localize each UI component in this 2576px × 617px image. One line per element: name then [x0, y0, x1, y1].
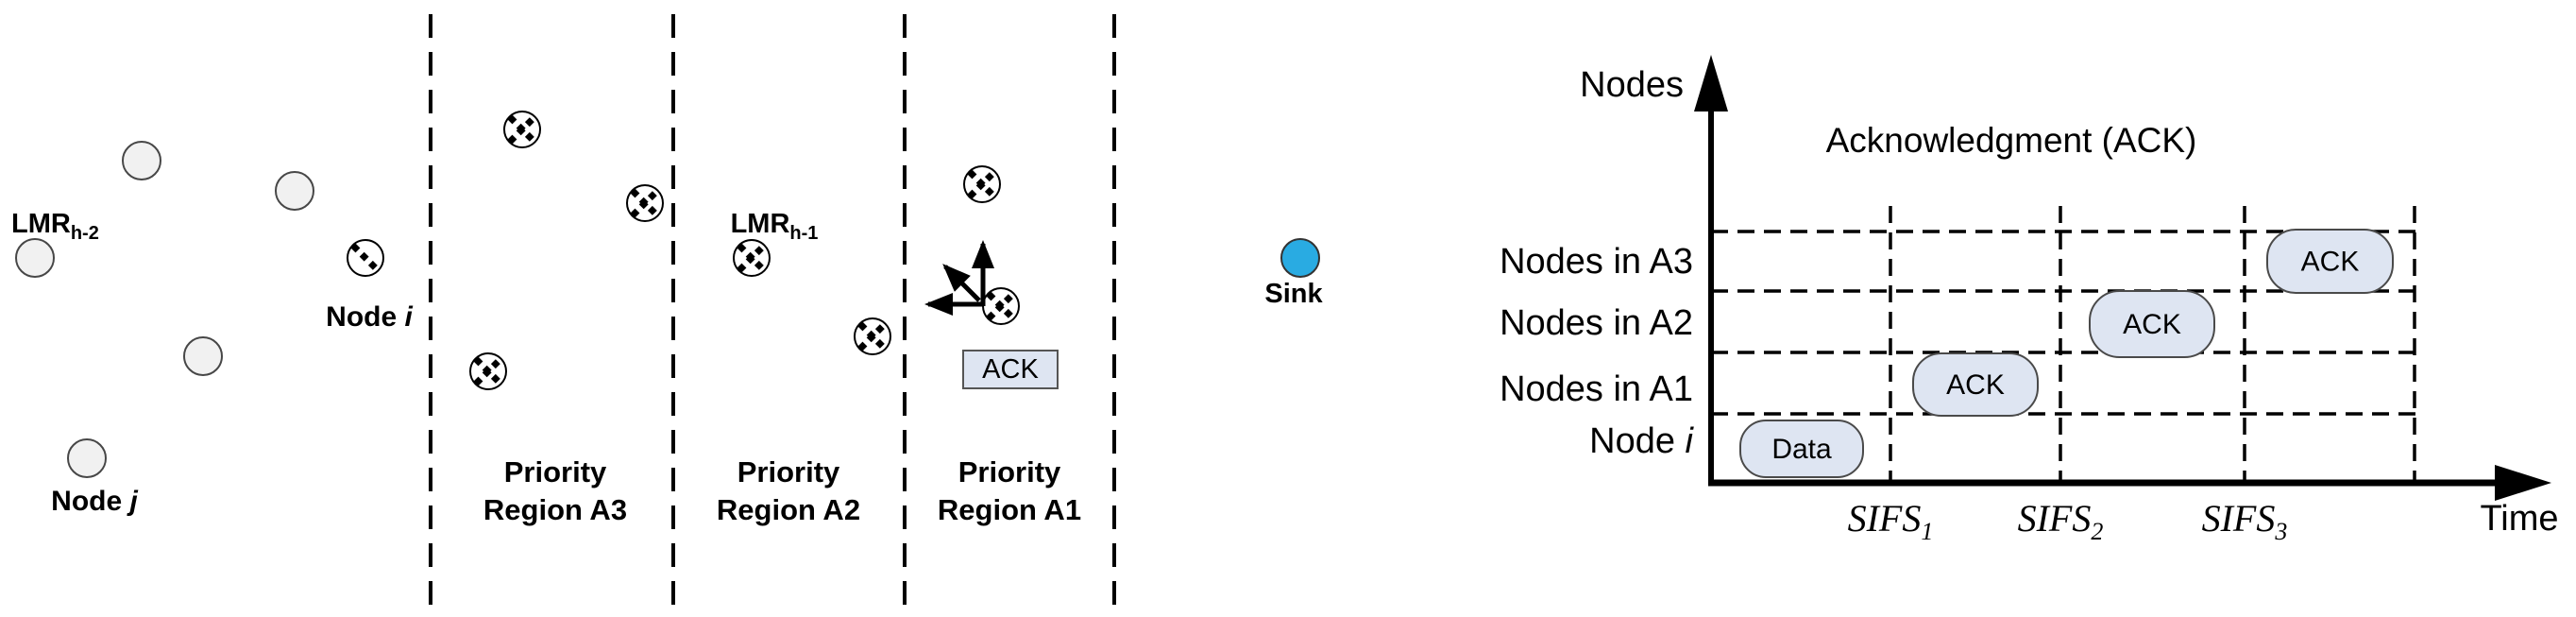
y-axis-label: Nodes: [1580, 65, 1684, 105]
broadcast-arrow: [942, 264, 981, 302]
node-j-variable: j: [129, 486, 138, 517]
ack-message-box: [962, 350, 1059, 389]
ack-message-box-label: ACK: [982, 354, 1039, 385]
sifs2-base: SIFS: [2017, 497, 2092, 540]
event-bubble: Data: [1739, 420, 1864, 478]
priority-region-dividers: [429, 14, 1116, 612]
node-plain: [15, 238, 55, 278]
node-plain: [275, 171, 314, 211]
node-crossed: [982, 287, 1020, 325]
row-node-i-variable: i: [1685, 421, 1693, 461]
x-tick-sifs3: SIFS3: [2169, 497, 2320, 554]
row-label-nodes-in-a1: Nodes in A1: [1500, 369, 1693, 409]
lmr-h1-base: LMR: [730, 209, 790, 239]
row-node-i-prefix: Node: [1589, 421, 1686, 461]
row-label-nodes-in-a3: Nodes in A3: [1500, 242, 1693, 282]
event-bubble-shape: [2089, 290, 2215, 358]
lmr-h2-base: LMR: [11, 209, 71, 239]
lmr-h2-label: LMRh-2: [11, 208, 99, 249]
node-j-label: Node j: [38, 485, 151, 519]
region-a1-line2: Region A1: [937, 493, 1082, 526]
event-bubble-label: ACK: [2123, 309, 2181, 340]
node-j-prefix: Node: [51, 486, 130, 517]
node-plain: [183, 336, 223, 376]
event-bubble: ACK: [2266, 229, 2394, 294]
x-axis-arrowhead-icon: [2495, 465, 2551, 501]
lmr-h1-subscript: h-1: [789, 222, 819, 244]
sink-label: Sink: [1264, 279, 1323, 309]
row-label-node-i: Node i: [1455, 420, 1693, 463]
event-bubble-label: Data: [1771, 434, 1832, 465]
event-bubble-shape: [1912, 352, 2039, 417]
event-bubble: ACK: [2089, 290, 2215, 358]
node-crossed: [963, 165, 1001, 203]
lmr-h2-subscript: h-2: [70, 222, 99, 244]
y-axis-arrowhead-icon: [1694, 55, 1728, 111]
event-bubble-label: ACK: [2301, 247, 2360, 278]
event-bubble: ACK: [1912, 352, 2039, 417]
sifs3-base: SIFS: [2201, 497, 2276, 540]
region-a2-line1: Priority: [737, 455, 840, 488]
node-i-label: Node i: [312, 300, 427, 334]
region-a3-line1: Priority: [503, 455, 607, 488]
sifs1-subscript: 1: [1921, 518, 1934, 545]
node-plain: [67, 438, 107, 478]
x-tick-sifs2: SIFS2: [1985, 497, 2136, 554]
node-i-prefix: Node: [326, 301, 405, 333]
node-crossed: [469, 352, 507, 390]
row-label-nodes-in-a2: Nodes in A2: [1500, 303, 1693, 343]
event-bubble-shape: [2266, 229, 2394, 294]
chart-title: Acknowledgment (ACK): [1825, 121, 2197, 160]
node-crossed: [503, 111, 541, 148]
region-a1-line1: Priority: [958, 455, 1061, 488]
node-i-variable: i: [404, 301, 413, 333]
sensor-nodes-layer: [15, 111, 1020, 478]
node-plain: [122, 141, 161, 180]
broadcast-arrows-layer: [924, 240, 994, 316]
node-crossed: [626, 184, 664, 222]
node-crossed: [854, 317, 891, 355]
sifs1-base: SIFS: [1847, 497, 1922, 540]
x-tick-sifs1: SIFS1: [1815, 497, 1966, 554]
node-crossed: [733, 239, 771, 277]
event-bubble-label: ACK: [1946, 369, 2005, 401]
timing-event-bubbles-layer: Data ACK ACK ACK: [1739, 229, 2394, 478]
sifs3-subscript: 3: [2275, 518, 2288, 545]
x-axis-label: Time: [2480, 499, 2559, 539]
event-bubble-shape: [1739, 420, 1864, 478]
region-a3-line2: Region A3: [483, 493, 628, 526]
region-a2-line2: Region A2: [716, 493, 861, 526]
lmr-h1-label: LMRh-1: [703, 208, 845, 249]
sifs2-subscript: 2: [2091, 518, 2104, 545]
sink-node: [1280, 238, 1320, 278]
node-hatched: [347, 239, 384, 277]
